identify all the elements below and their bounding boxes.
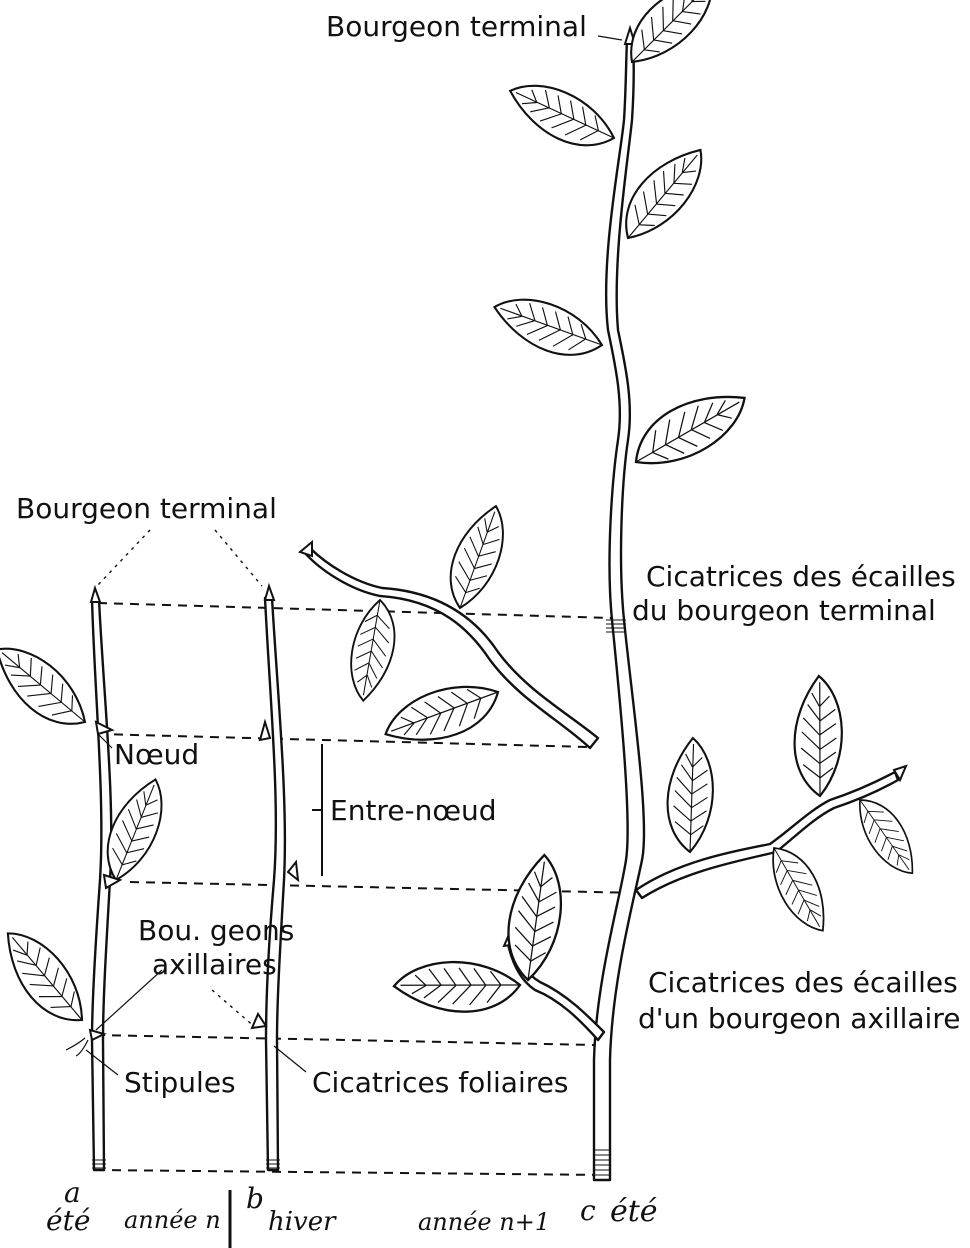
label-internode: Entre-nœud	[330, 796, 497, 826]
label-left-terminal-bud: Bourgeon terminal	[16, 494, 277, 524]
label-node: Nœud	[114, 740, 199, 770]
stem-b	[252, 586, 298, 1170]
footer-c-season: été	[610, 1196, 658, 1228]
label-axillary-buds-2: axillaires	[152, 950, 277, 980]
footer-c: c	[580, 1196, 596, 1226]
label-axillary-scale-scars-1: Cicatrices des écailles	[648, 968, 958, 998]
branch-right	[636, 674, 922, 940]
footer-year-n1: année n+1	[418, 1210, 550, 1236]
branch-lower-left	[391, 851, 604, 1040]
branch-upper-left	[300, 500, 598, 748]
label-top-terminal-bud: Bourgeon terminal	[326, 12, 587, 42]
footer-b-season: hiver	[268, 1208, 336, 1236]
label-terminal-scale-scars-1: Cicatrices des écailles	[646, 562, 956, 592]
footer-year-n: année n	[124, 1208, 221, 1234]
footer-a-season: été	[46, 1206, 90, 1236]
label-leaf-scars: Cicatrices foliaires	[312, 1068, 568, 1098]
footer-b: b	[246, 1184, 264, 1214]
label-axillary-buds-1: Bou. geons	[138, 916, 294, 946]
internode-bracket	[312, 744, 322, 876]
label-axillary-scale-scars-2: d'un bourgeon axillaire	[638, 1004, 960, 1034]
label-terminal-scale-scars-2: du bourgeon terminal	[632, 596, 936, 626]
label-stipules: Stipules	[124, 1068, 236, 1098]
